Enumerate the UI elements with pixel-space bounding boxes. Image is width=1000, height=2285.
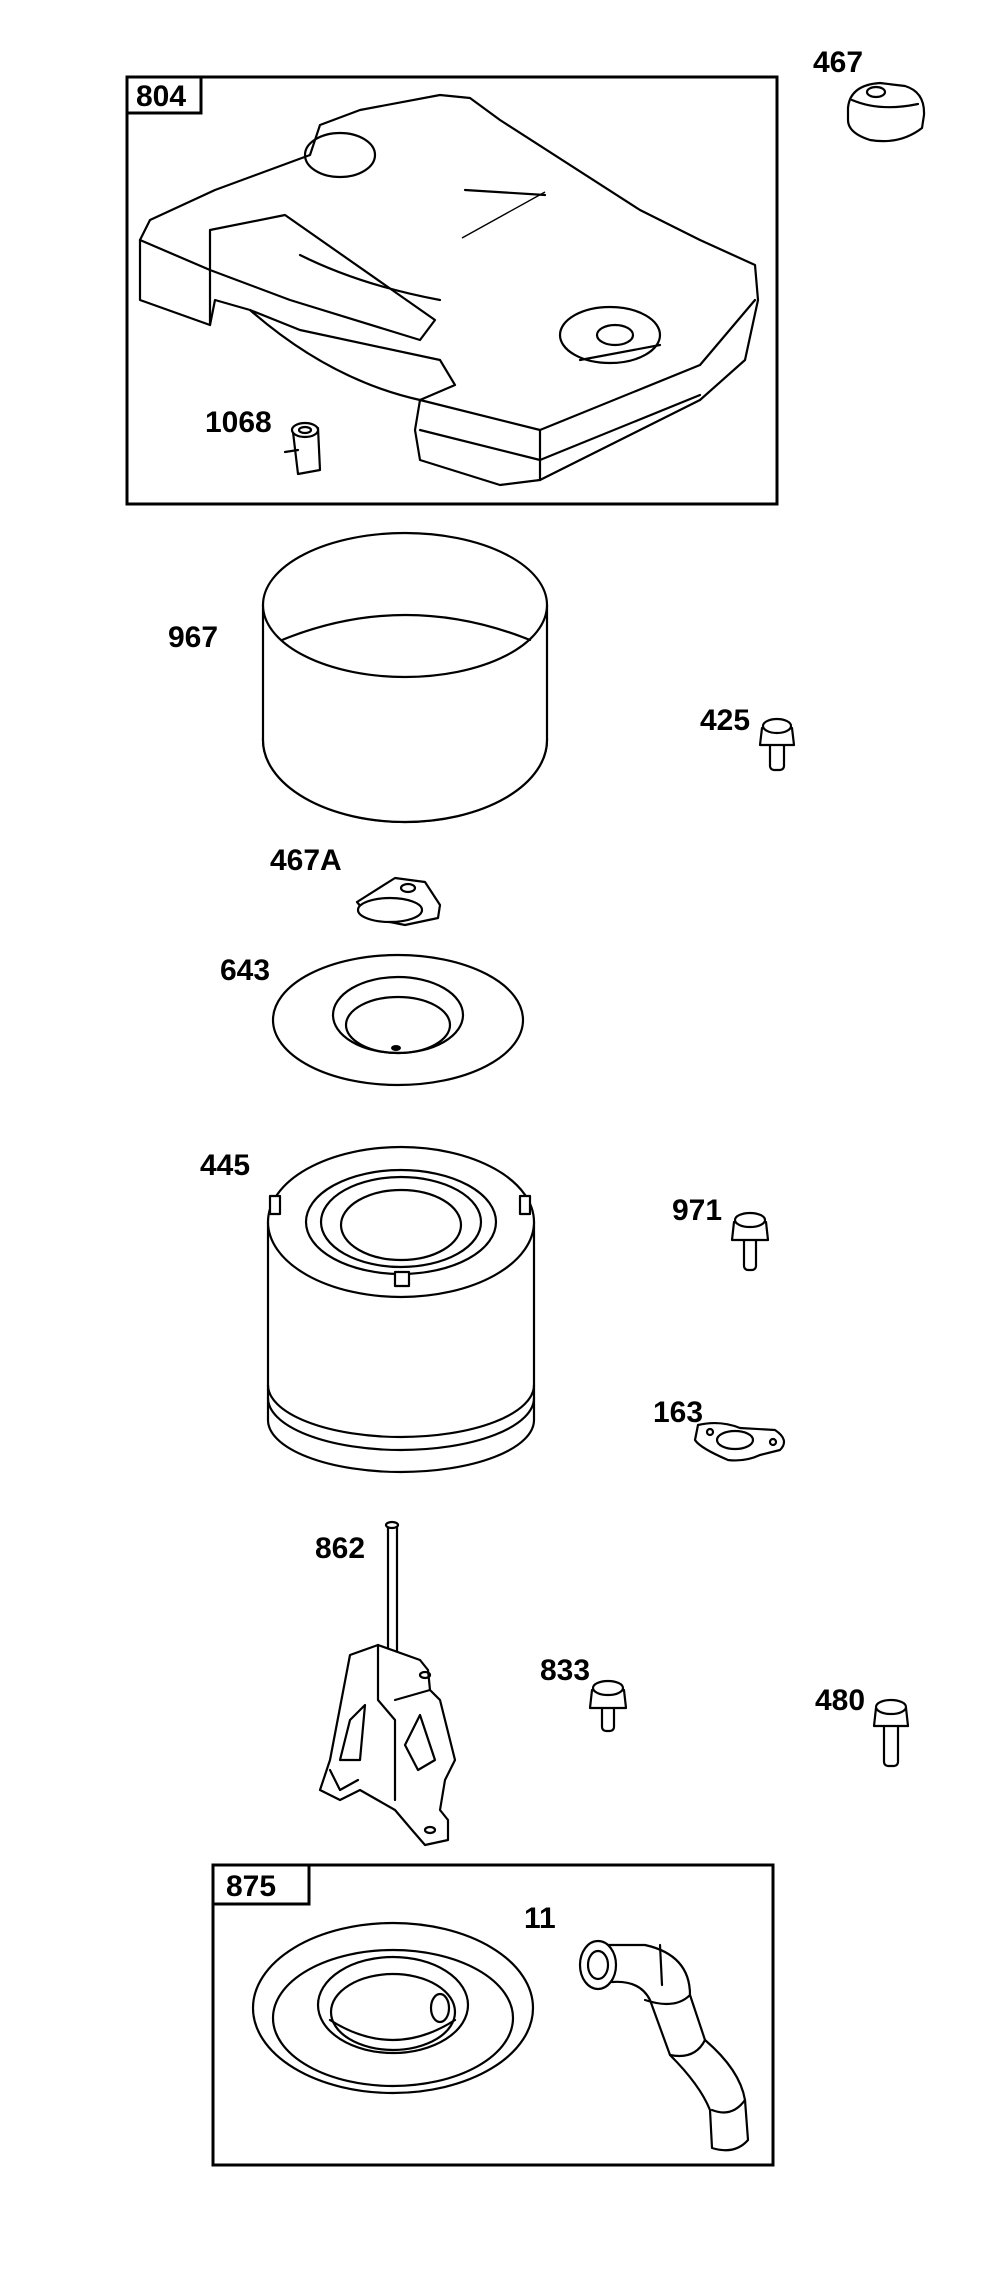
part-467-knob (846, 81, 926, 143)
part-862-bracket (318, 1520, 457, 1847)
air-cleaner-cover (138, 93, 760, 487)
label-643: 643 (220, 954, 270, 987)
label-804: 804 (136, 80, 186, 113)
label-967: 967 (168, 621, 218, 654)
kit-804-box (125, 75, 779, 506)
kit-804-tab (125, 75, 203, 115)
part-643-plate (271, 953, 525, 1087)
part-1068-clip (283, 421, 322, 476)
kit-875-group: 875 11 (211, 1863, 775, 2167)
label-467: 467 (813, 46, 863, 79)
part-480-bolt (872, 1698, 910, 1768)
part-967-precleaner (261, 531, 549, 824)
label-425: 425 (700, 704, 750, 737)
part-467A-knob (355, 876, 442, 927)
part-971-bolt (730, 1211, 770, 1272)
label-467A: 467A (270, 844, 342, 877)
kit-875-box (211, 1863, 775, 2167)
label-445: 445 (200, 1149, 250, 1182)
part-425-bolt (758, 717, 796, 772)
part-445-filter (266, 1145, 536, 1474)
label-971: 971 (672, 1194, 722, 1227)
part-11-elbow-hose (578, 1939, 750, 2152)
label-163: 163 (653, 1396, 703, 1429)
label-833: 833 (540, 1654, 590, 1687)
label-11: 11 (524, 1902, 556, 1935)
kit-875-tab (211, 1863, 311, 1906)
kit-804-group: 804 1068 (125, 75, 779, 506)
part-833-bolt (588, 1679, 628, 1733)
label-1068: 1068 (205, 406, 272, 439)
part-163-gasket (693, 1421, 786, 1462)
label-875: 875 (226, 1870, 276, 1903)
label-862: 862 (315, 1532, 365, 1565)
label-480: 480 (815, 1684, 865, 1717)
part-875-adapter (251, 1921, 535, 2095)
